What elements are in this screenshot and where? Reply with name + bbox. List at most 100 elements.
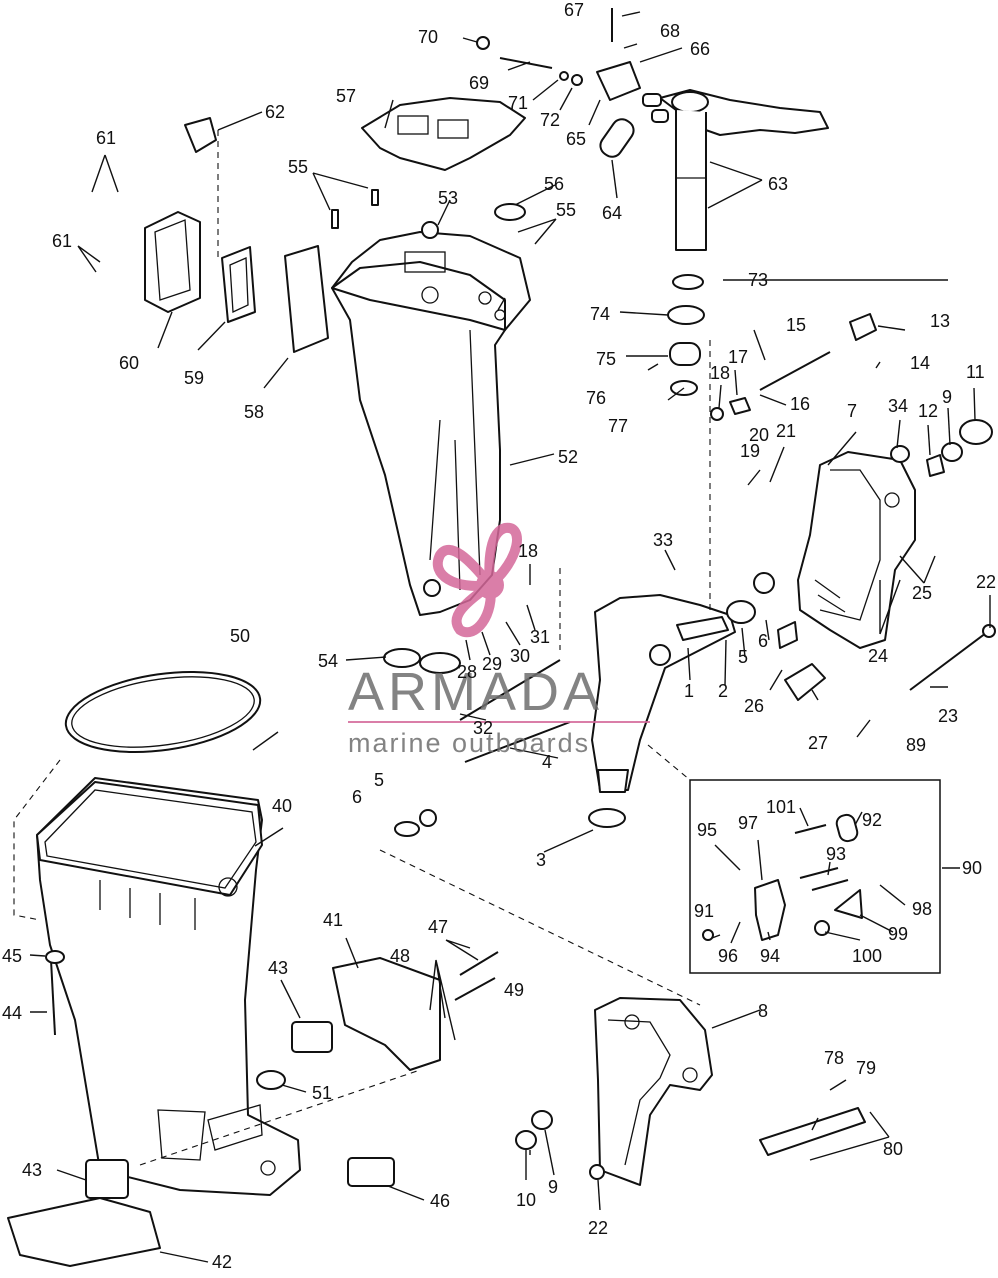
callout-77: 77 bbox=[608, 416, 628, 436]
callout-54: 54 bbox=[318, 651, 338, 671]
watermark-brand: ARMADA bbox=[348, 662, 603, 722]
callout-67: 67 bbox=[564, 0, 584, 20]
callout-75: 75 bbox=[596, 349, 616, 369]
callout-48: 48 bbox=[390, 946, 410, 966]
drive-shaft-housing bbox=[36, 777, 301, 1196]
callout-7: 7 bbox=[847, 401, 857, 421]
stern-bracket-right bbox=[797, 451, 916, 649]
callout-68: 68 bbox=[660, 21, 680, 41]
callout-51: 51 bbox=[312, 1083, 332, 1103]
callout-33: 33 bbox=[653, 530, 673, 550]
callout-21: 21 bbox=[776, 421, 796, 441]
callout-28: 28 bbox=[457, 662, 477, 682]
callout-46: 46 bbox=[430, 1191, 450, 1211]
callout-32: 32 bbox=[473, 718, 493, 738]
callout-11: 11 bbox=[966, 362, 985, 382]
propeller-logo-icon bbox=[433, 522, 522, 638]
callout-92: 92 bbox=[862, 810, 882, 830]
callout-49: 49 bbox=[504, 980, 524, 1000]
callout-69: 69 bbox=[469, 73, 489, 93]
callout-66: 66 bbox=[690, 39, 710, 59]
callout-3: 3 bbox=[536, 850, 546, 870]
callout-101: 101 bbox=[766, 797, 796, 817]
callout-57: 57 bbox=[336, 86, 356, 106]
stern-bracket-left bbox=[594, 997, 713, 1186]
callout-20: 20 bbox=[749, 425, 769, 445]
exhaust-housing bbox=[331, 231, 531, 616]
callout-93: 93 bbox=[826, 844, 846, 864]
callout-53: 53 bbox=[438, 188, 458, 208]
exhaust-cover-group bbox=[144, 117, 329, 353]
callout-73: 73 bbox=[748, 270, 768, 290]
callout-5: 5 bbox=[738, 647, 748, 667]
callout-26: 26 bbox=[744, 696, 764, 716]
callout-22: 22 bbox=[588, 1218, 608, 1238]
callout-70: 70 bbox=[418, 27, 438, 47]
callout-14: 14 bbox=[910, 353, 930, 373]
callout-44: 44 bbox=[2, 1003, 22, 1023]
callout-74: 74 bbox=[590, 304, 610, 324]
callout-79: 79 bbox=[856, 1058, 876, 1078]
callout-94: 94 bbox=[760, 946, 780, 966]
callout-12: 12 bbox=[918, 401, 938, 421]
callout-25: 25 bbox=[912, 583, 932, 603]
callout-89: 89 bbox=[906, 735, 926, 755]
callout-100: 100 bbox=[852, 946, 882, 966]
callout-99: 99 bbox=[888, 924, 908, 944]
steering-arm bbox=[642, 89, 829, 251]
callout-4: 4 bbox=[542, 752, 552, 772]
callout-34: 34 bbox=[888, 396, 908, 416]
callout-24: 24 bbox=[868, 646, 888, 666]
callout-6: 6 bbox=[758, 631, 768, 651]
callout-43: 43 bbox=[22, 1160, 42, 1180]
callout-17: 17 bbox=[728, 347, 748, 367]
callout-55: 55 bbox=[556, 200, 576, 220]
callout-56: 56 bbox=[544, 174, 564, 194]
callout-15: 15 bbox=[786, 315, 806, 335]
callout-19: 19 bbox=[740, 441, 760, 461]
callout-29: 29 bbox=[482, 654, 502, 674]
callout-58: 58 bbox=[244, 402, 264, 422]
callout-59: 59 bbox=[184, 368, 204, 388]
hardware bbox=[7, 8, 996, 1267]
callout-30: 30 bbox=[510, 646, 530, 666]
callout-40: 40 bbox=[272, 796, 292, 816]
adapter-plate bbox=[361, 97, 526, 171]
callout-18: 18 bbox=[518, 541, 538, 561]
callout-64: 64 bbox=[602, 203, 622, 223]
callout-78: 78 bbox=[824, 1048, 844, 1068]
watermark: ARMADA marine outboards bbox=[348, 522, 650, 758]
callout-91: 91 bbox=[694, 901, 714, 921]
callout-90: 90 bbox=[962, 858, 982, 878]
callout-42: 42 bbox=[212, 1252, 232, 1272]
callout-16: 16 bbox=[790, 394, 810, 414]
callout-52: 52 bbox=[558, 447, 578, 467]
callout-47: 47 bbox=[428, 917, 448, 937]
callout-45: 45 bbox=[2, 946, 22, 966]
callout-2: 2 bbox=[718, 681, 728, 701]
callout-61: 61 bbox=[52, 231, 72, 251]
alignment-lines bbox=[13, 130, 711, 1166]
callout-5: 5 bbox=[374, 770, 384, 790]
callout-43: 43 bbox=[268, 958, 288, 978]
callout-97: 97 bbox=[738, 813, 758, 833]
callout-60: 60 bbox=[119, 353, 139, 373]
kit-90-parts bbox=[702, 813, 863, 941]
callout-10: 10 bbox=[516, 1190, 536, 1210]
callout-41: 41 bbox=[323, 910, 343, 930]
callout-1: 1 bbox=[684, 681, 694, 701]
callout-9: 9 bbox=[548, 1177, 558, 1197]
swivel-bracket bbox=[591, 594, 736, 793]
callout-65: 65 bbox=[566, 129, 586, 149]
callout-31: 31 bbox=[530, 627, 550, 647]
seal-pair bbox=[383, 648, 461, 674]
callout-13: 13 bbox=[930, 311, 950, 331]
callout-8: 8 bbox=[758, 1001, 768, 1021]
callout-98: 98 bbox=[912, 899, 932, 919]
leader-lines bbox=[29, 11, 991, 1263]
callout-9: 9 bbox=[942, 387, 952, 407]
callout-76: 76 bbox=[586, 388, 606, 408]
callout-6: 6 bbox=[352, 787, 362, 807]
